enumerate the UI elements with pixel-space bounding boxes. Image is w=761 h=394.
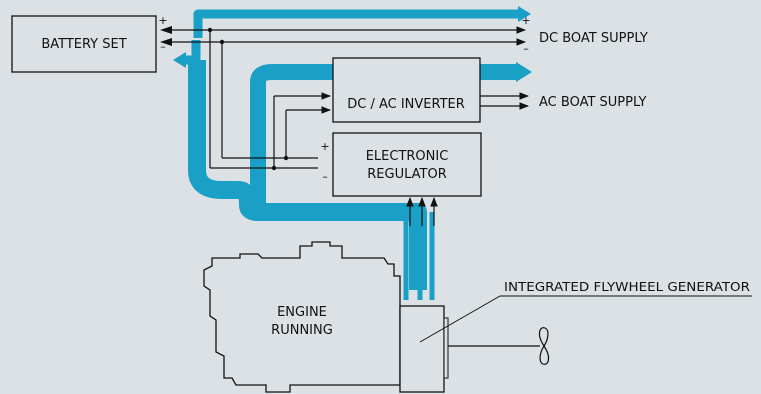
junction-dot — [283, 155, 289, 161]
flow-band-main — [188, 60, 427, 290]
flow-band-dc — [193, 9, 520, 38]
dc-boat-supply-label: DC BOAT SUPPLY — [539, 31, 648, 46]
inverter-label: DC / AC INVERTER — [347, 97, 465, 112]
ac-output-lines — [480, 92, 529, 110]
regulator-plus-sign: + — [320, 140, 329, 153]
dc-supply-minus-sign: – — [523, 42, 529, 55]
regulator-label-line1: ELECTRONIC — [366, 149, 449, 164]
dc-bus-lines — [160, 26, 526, 169]
ac-boat-supply-label: AC BOAT SUPPLY — [539, 95, 646, 110]
flow-arrow-battery — [173, 52, 186, 68]
flywheel-generator-box — [399, 305, 445, 393]
dc-supply-plus-sign: + — [521, 14, 530, 27]
engine-label-line2: RUNNING — [271, 323, 333, 338]
junction-dot — [219, 39, 225, 45]
flow-arrow-ac — [516, 62, 532, 82]
regulator-input-lines — [406, 197, 438, 226]
inverter-box — [332, 57, 481, 123]
flow-arrow-dc — [518, 6, 531, 22]
engine-label-line1: ENGINE — [277, 305, 327, 320]
battery-plus-sign: + — [158, 14, 167, 27]
junction-dot — [271, 165, 277, 171]
regulator-label-line2: REGULATOR — [367, 167, 446, 182]
generator-callout-label: INTEGRATED FLYWHEEL GENERATOR — [504, 280, 750, 294]
battery-set-box — [11, 15, 157, 73]
battery-set-label: BATTERY SET — [41, 37, 126, 52]
regulator-minus-sign: – — [322, 170, 328, 183]
generator-callout-line — [419, 295, 501, 343]
junction-dot — [207, 27, 213, 33]
battery-minus-sign: – — [160, 40, 166, 53]
flow-band-inverter — [250, 64, 520, 205]
flow-band-generator — [403, 212, 435, 300]
propeller-icon — [538, 327, 550, 365]
engine-outline — [203, 241, 401, 393]
generator-flange — [443, 317, 449, 379]
regulator-box — [332, 132, 482, 197]
